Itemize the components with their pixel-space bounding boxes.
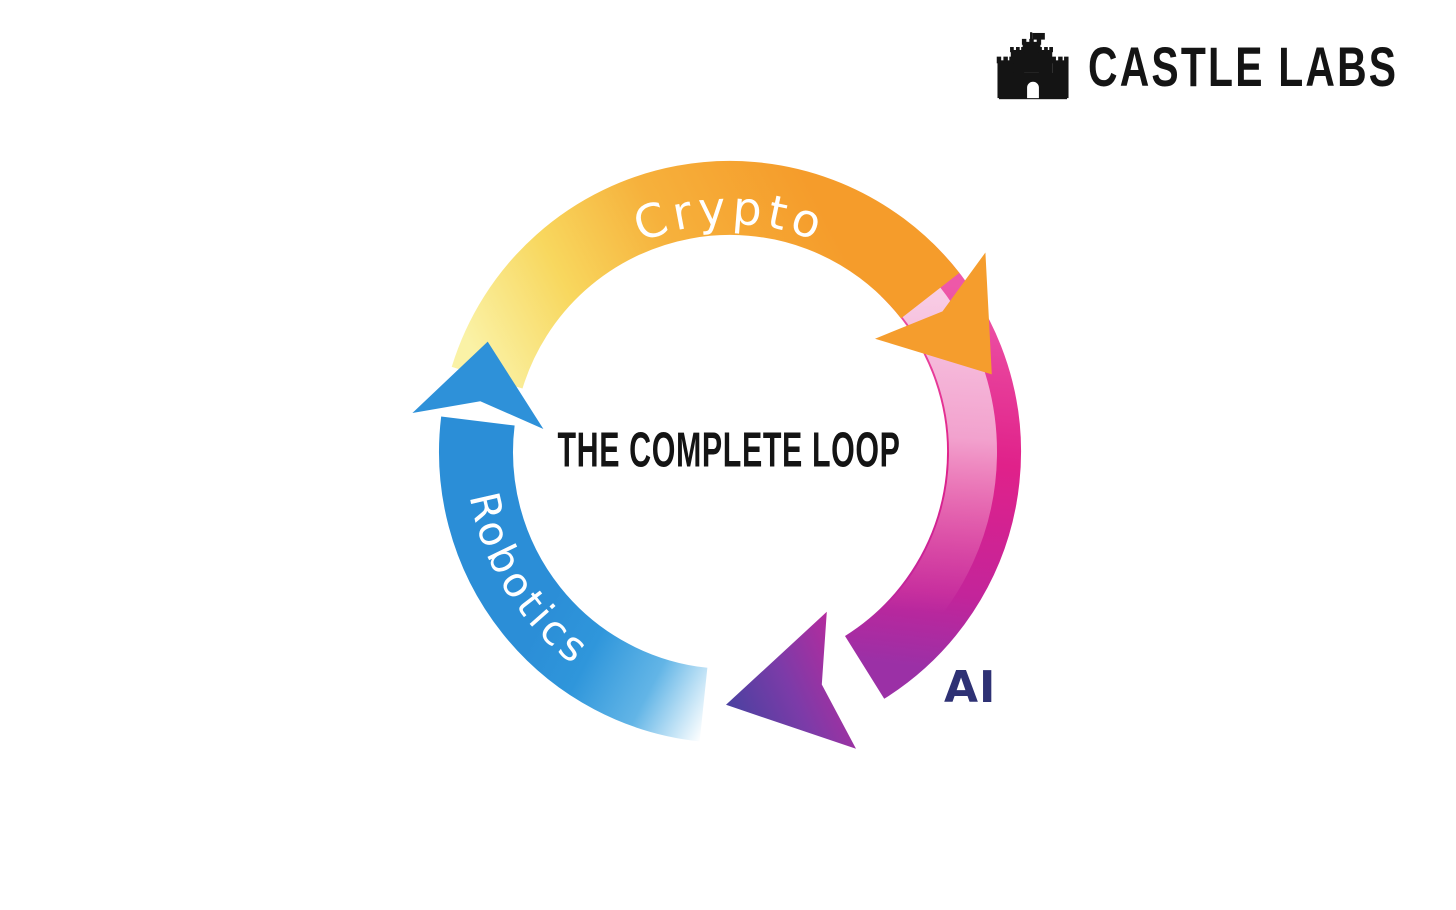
ai-arrowhead: [726, 611, 856, 749]
crypto-arc: [451, 161, 960, 389]
castle-icon: [996, 32, 1069, 100]
ai-label: AI: [944, 662, 997, 713]
brand-logo: CASTLE LABS: [992, 30, 1456, 104]
crypto-arrowhead: [875, 252, 992, 375]
page-title: THE COMPLETE LOOP: [557, 423, 901, 478]
brand-name: CASTLE LABS: [1088, 35, 1399, 98]
robotics-arc: [439, 416, 708, 742]
robotics-arrowhead: [412, 341, 544, 429]
